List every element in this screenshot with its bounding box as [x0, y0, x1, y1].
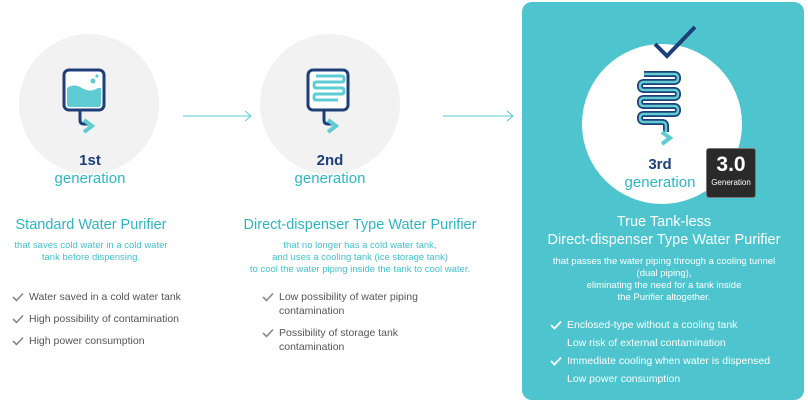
list-item: Low power consumption	[567, 373, 681, 385]
gen2-description: that no longer has a cold water tank, an…	[249, 240, 471, 275]
gen3-title: True Tank-less Direct-dispenser Type Wat…	[547, 214, 781, 248]
checkmark-icon	[12, 314, 24, 324]
checkmark-icon	[12, 292, 24, 302]
checkmark-icon	[550, 356, 562, 366]
badge-label: Generation	[711, 178, 751, 187]
gen3-ordinal: 3rd	[648, 156, 672, 173]
gen1-features: Water saved in a cold water tank High po…	[12, 290, 192, 348]
list-item: Low risk of external contamination	[567, 337, 726, 349]
gen3-features: Enclosed-type without a cooling tank Low…	[550, 318, 800, 386]
list-item: High possibility of contamination	[12, 312, 192, 326]
list-item: Water saved in a cold water tank	[12, 290, 192, 304]
list-item: Low possibility of water piping contamin…	[262, 290, 447, 318]
gen1-description: that saves cold water in a cold water ta…	[14, 240, 168, 263]
list-item: High power consumption	[12, 334, 192, 348]
gen2-word: generation	[294, 170, 366, 187]
badge-version: 3.0	[716, 153, 746, 176]
checkmark-icon	[653, 25, 697, 59]
arrow-right-icon	[443, 110, 514, 122]
checkmark-icon	[550, 320, 562, 330]
checkmark-icon	[262, 292, 274, 302]
checkmark-icon	[12, 336, 24, 346]
arrow-right-icon	[183, 110, 252, 122]
gen1-title: Standard Water Purifier	[15, 217, 167, 233]
generation-badge: 3.0 Generation	[706, 148, 756, 198]
list-item: Immediate cooling when water is dispense…	[550, 354, 800, 368]
list-item: Possibility of storage tank contaminatio…	[262, 326, 447, 354]
gen1-ordinal: 1st	[79, 152, 101, 169]
coil-tank-icon	[306, 68, 350, 134]
gen2-title: Direct-dispenser Type Water Purifier	[243, 217, 477, 233]
gen1-word: generation	[54, 170, 126, 187]
water-tank-icon	[62, 68, 106, 134]
gen2-ordinal: 2nd	[316, 152, 344, 169]
checkmark-icon	[262, 328, 274, 338]
gen3-description: that passes the water piping through a c…	[552, 256, 776, 303]
list-item: Enclosed-type without a cooling tank	[550, 318, 800, 332]
gen3-word: generation	[624, 174, 696, 191]
gen2-features: Low possibility of water piping contamin…	[262, 290, 447, 354]
coil-pipe-icon	[636, 71, 682, 146]
